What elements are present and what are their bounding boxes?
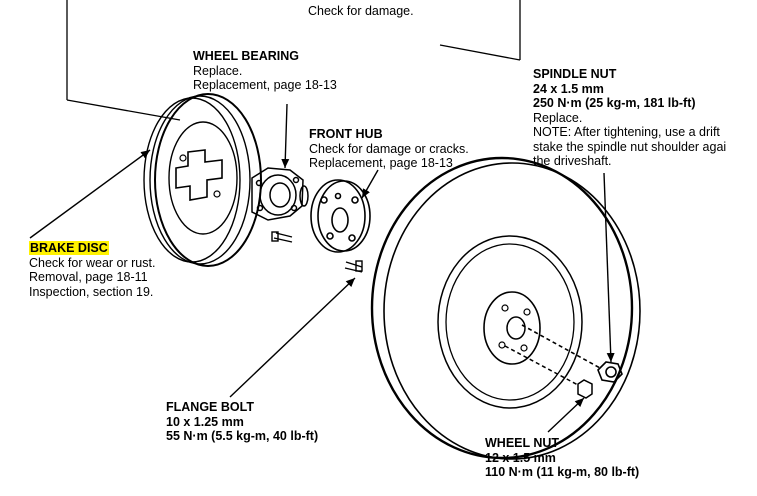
- front-hub-callout: FRONT HUB Check for damage or cracks. Re…: [309, 127, 469, 171]
- spindle-nut-title: SPINDLE NUT: [533, 67, 617, 81]
- spindle-nut-part: [521, 324, 623, 383]
- spindle-nut-spec-torque: 250 N·m (25 kg-m, 181 lb-ft): [533, 96, 696, 110]
- tire-wheel-part: [370, 156, 641, 460]
- wheel-nut-part: [504, 345, 593, 399]
- spindle-nut-callout: SPINDLE NUT 24 x 1.5 mm 250 N·m (25 kg-m…: [533, 67, 726, 169]
- brake-disc-line: Removal, page 18-11: [29, 270, 148, 284]
- spindle-nut-line: the driveshaft.: [533, 154, 612, 168]
- top-note-callout: Check for damage.: [308, 4, 414, 19]
- wheel-bearing-part: [251, 167, 309, 221]
- front-hub-leader: [361, 169, 379, 199]
- wheel-bearing-leader: [281, 103, 290, 169]
- flange-bolt-title: FLANGE BOLT: [166, 400, 254, 414]
- front-hub-line: Replacement, page 18-13: [309, 156, 453, 170]
- wheel-bearing-title: WHEEL BEARING: [193, 49, 300, 63]
- front-hub-title: FRONT HUB: [309, 127, 383, 141]
- spindle-nut-spec-thread: 24 x 1.5 mm: [533, 81, 604, 96]
- spindle-nut-leader: [603, 172, 615, 363]
- flange-bolt-spec-thread: 10 x 1.25 mm: [166, 414, 244, 429]
- flange-bolt-callout: FLANGE BOLT 10 x 1.25 mm 55 N·m (5.5 kg-…: [166, 400, 318, 444]
- brake-disc-title: BRAKE DISC: [29, 241, 109, 255]
- front-hub-part: [310, 179, 371, 253]
- flange-bolt-part: [271, 231, 363, 273]
- wheel-bearing-line: Replace.: [193, 63, 243, 78]
- wheel-bearing-line: Replacement, page 18-13: [193, 78, 337, 92]
- wheel-nut-spec-thread: 12 x 1.5 mm: [485, 450, 556, 465]
- brake-disc-line: Check for wear or rust.: [29, 255, 156, 270]
- flange-bolt-leader: [229, 277, 356, 398]
- front-hub-line: Check for damage or cracks.: [309, 141, 469, 156]
- wheel-bearing-callout: WHEEL BEARING Replace. Replacement, page…: [193, 49, 337, 93]
- brake-disc-line: Inspection, section 19.: [29, 284, 154, 299]
- flange-bolt-spec-torque: 55 N·m (5.5 kg-m, 40 lb-ft): [166, 429, 319, 443]
- spindle-nut-line: NOTE: After tightening, use a drift: [533, 125, 720, 139]
- brake-disc-leader: [29, 149, 151, 239]
- wheel-nut-callout: WHEEL NUT 12 x 1.5 mm 110 N·m (11 kg-m, …: [485, 436, 639, 480]
- spindle-nut-line: stake the spindle nut shoulder agai: [533, 139, 727, 154]
- wheel-nut-spec-torque: 110 N·m (11 kg-m, 80 lb-ft): [485, 465, 640, 479]
- wheel-nut-title: WHEEL NUT: [485, 436, 560, 450]
- wheel-nut-leader: [547, 397, 585, 433]
- top-note-text: Check for damage.: [308, 4, 414, 18]
- spindle-nut-line: Replace.: [533, 110, 583, 125]
- brake-disc-callout: BRAKE DISC Check for wear or rust. Remov…: [29, 241, 155, 299]
- brake-disc-part: [143, 93, 262, 267]
- leader-lines: [29, 103, 615, 433]
